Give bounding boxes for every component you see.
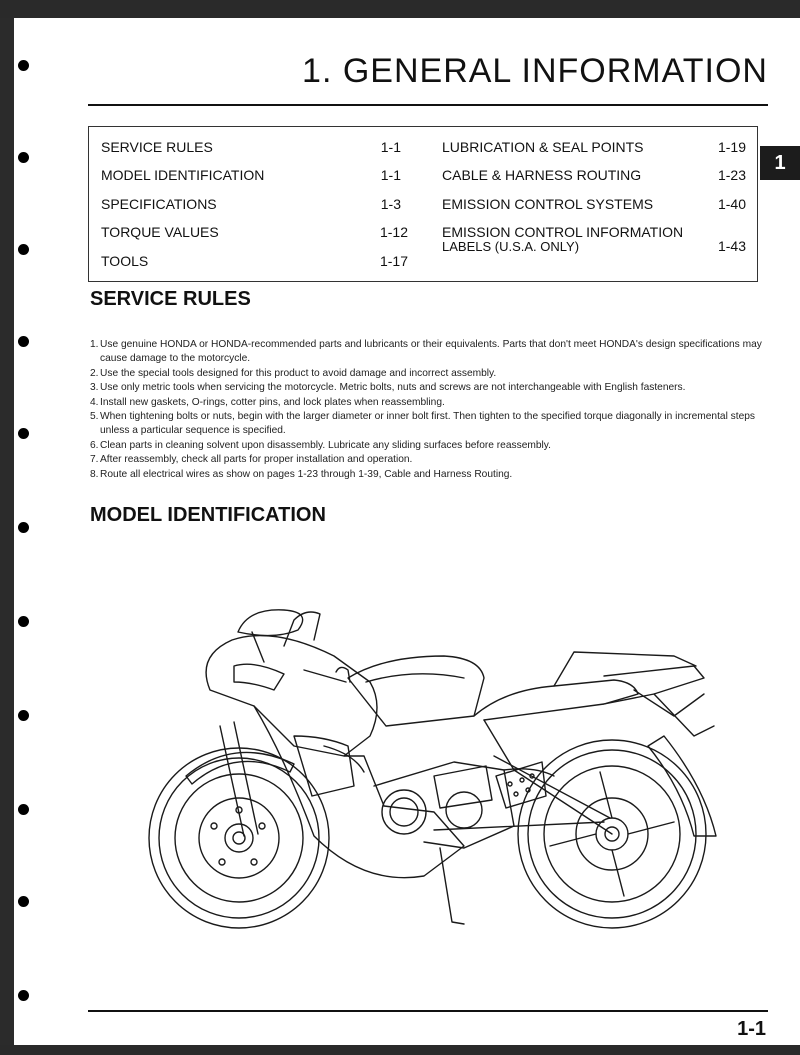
- list-item: 4.Install new gaskets, O-rings, cotter p…: [90, 396, 445, 408]
- toc-item-service-rules[interactable]: SERVICE RULES: [101, 139, 213, 155]
- list-item: 5.When tightening bolts or nuts, begin w…: [90, 411, 756, 437]
- list-item: 2.Use the special tools designed for thi…: [90, 367, 497, 379]
- list-item: 6.Clean parts in cleaning solvent upon d…: [90, 439, 551, 451]
- list-item: 7.After reassembly, check all parts for …: [90, 454, 413, 466]
- service-rules-heading: SERVICE RULES: [90, 288, 251, 310]
- chapter-tab: 1: [760, 146, 800, 180]
- manual-page[interactable]: 1. GENERAL INFORMATION SERVICE RULES 1-1…: [14, 18, 800, 1045]
- binder-hole: [18, 244, 29, 255]
- toc-item-emission-labels[interactable]: EMISSION CONTROL INFORMATION: [442, 224, 684, 240]
- binder-hole: [18, 896, 29, 907]
- binder-hole: [18, 522, 29, 533]
- chapter-title: 1. GENERAL INFORMATION: [302, 52, 768, 90]
- rear-wheel: [517, 739, 707, 929]
- list-item: 1.Use genuine HONDA or HONDA-recommended…: [90, 339, 762, 365]
- toc-page: 1-23: [717, 167, 746, 183]
- footer-rule: [88, 1010, 768, 1012]
- toc-page: 1-1: [380, 139, 401, 155]
- table-of-contents: SERVICE RULES 1-1 MODEL IDENTIFICATION 1…: [88, 126, 758, 282]
- list-item: 3.Use only metric tools when servicing t…: [90, 382, 686, 394]
- binder-hole: [18, 60, 29, 71]
- viewer-top-bar: [0, 0, 800, 18]
- binder-hole: [18, 804, 29, 815]
- toc-item-emission-labels-line2[interactable]: LABELS (U.S.A. ONLY): [442, 239, 580, 254]
- toc-item-specifications[interactable]: SPECIFICATIONS: [101, 196, 217, 212]
- toc-page: 1-3: [380, 196, 401, 212]
- toc-item-model-identification[interactable]: MODEL IDENTIFICATION: [101, 167, 265, 183]
- toc-page: 1-40: [717, 196, 746, 212]
- toc-page: 1-17: [379, 253, 408, 269]
- toc-page: 1-43: [717, 238, 746, 254]
- front-wheel: [148, 747, 330, 929]
- binder-hole: [18, 152, 29, 163]
- binder-hole: [18, 710, 29, 721]
- title-rule: [88, 104, 768, 106]
- toc-page: 1-19: [717, 139, 746, 155]
- engine: [373, 761, 515, 849]
- binder-hole: [18, 990, 29, 1001]
- binder-hole: [18, 616, 29, 627]
- list-item: 8.Route all electrical wires as show on …: [90, 468, 513, 480]
- binder-hole: [18, 428, 29, 439]
- motorcycle-illustration: [148, 609, 717, 929]
- toc-page: 1-12: [379, 224, 408, 240]
- viewer-bottom-bar: [0, 1045, 800, 1055]
- toc-item-tools[interactable]: TOOLS: [101, 253, 149, 269]
- toc-item-cable-harness[interactable]: CABLE & HARNESS ROUTING: [442, 167, 642, 183]
- toc-item-emission-control[interactable]: EMISSION CONTROL SYSTEMS: [442, 196, 654, 212]
- toc-item-torque-values[interactable]: TORQUE VALUES: [101, 224, 219, 240]
- service-rules-list: 1.Use genuine HONDA or HONDA-recommended…: [90, 338, 762, 482]
- page-number: 1-1: [737, 1018, 766, 1040]
- toc-item-lubrication[interactable]: LUBRICATION & SEAL POINTS: [442, 139, 644, 155]
- binder-hole: [18, 336, 29, 347]
- toc-page: 1-1: [380, 167, 401, 183]
- model-identification-heading: MODEL IDENTIFICATION: [90, 504, 326, 526]
